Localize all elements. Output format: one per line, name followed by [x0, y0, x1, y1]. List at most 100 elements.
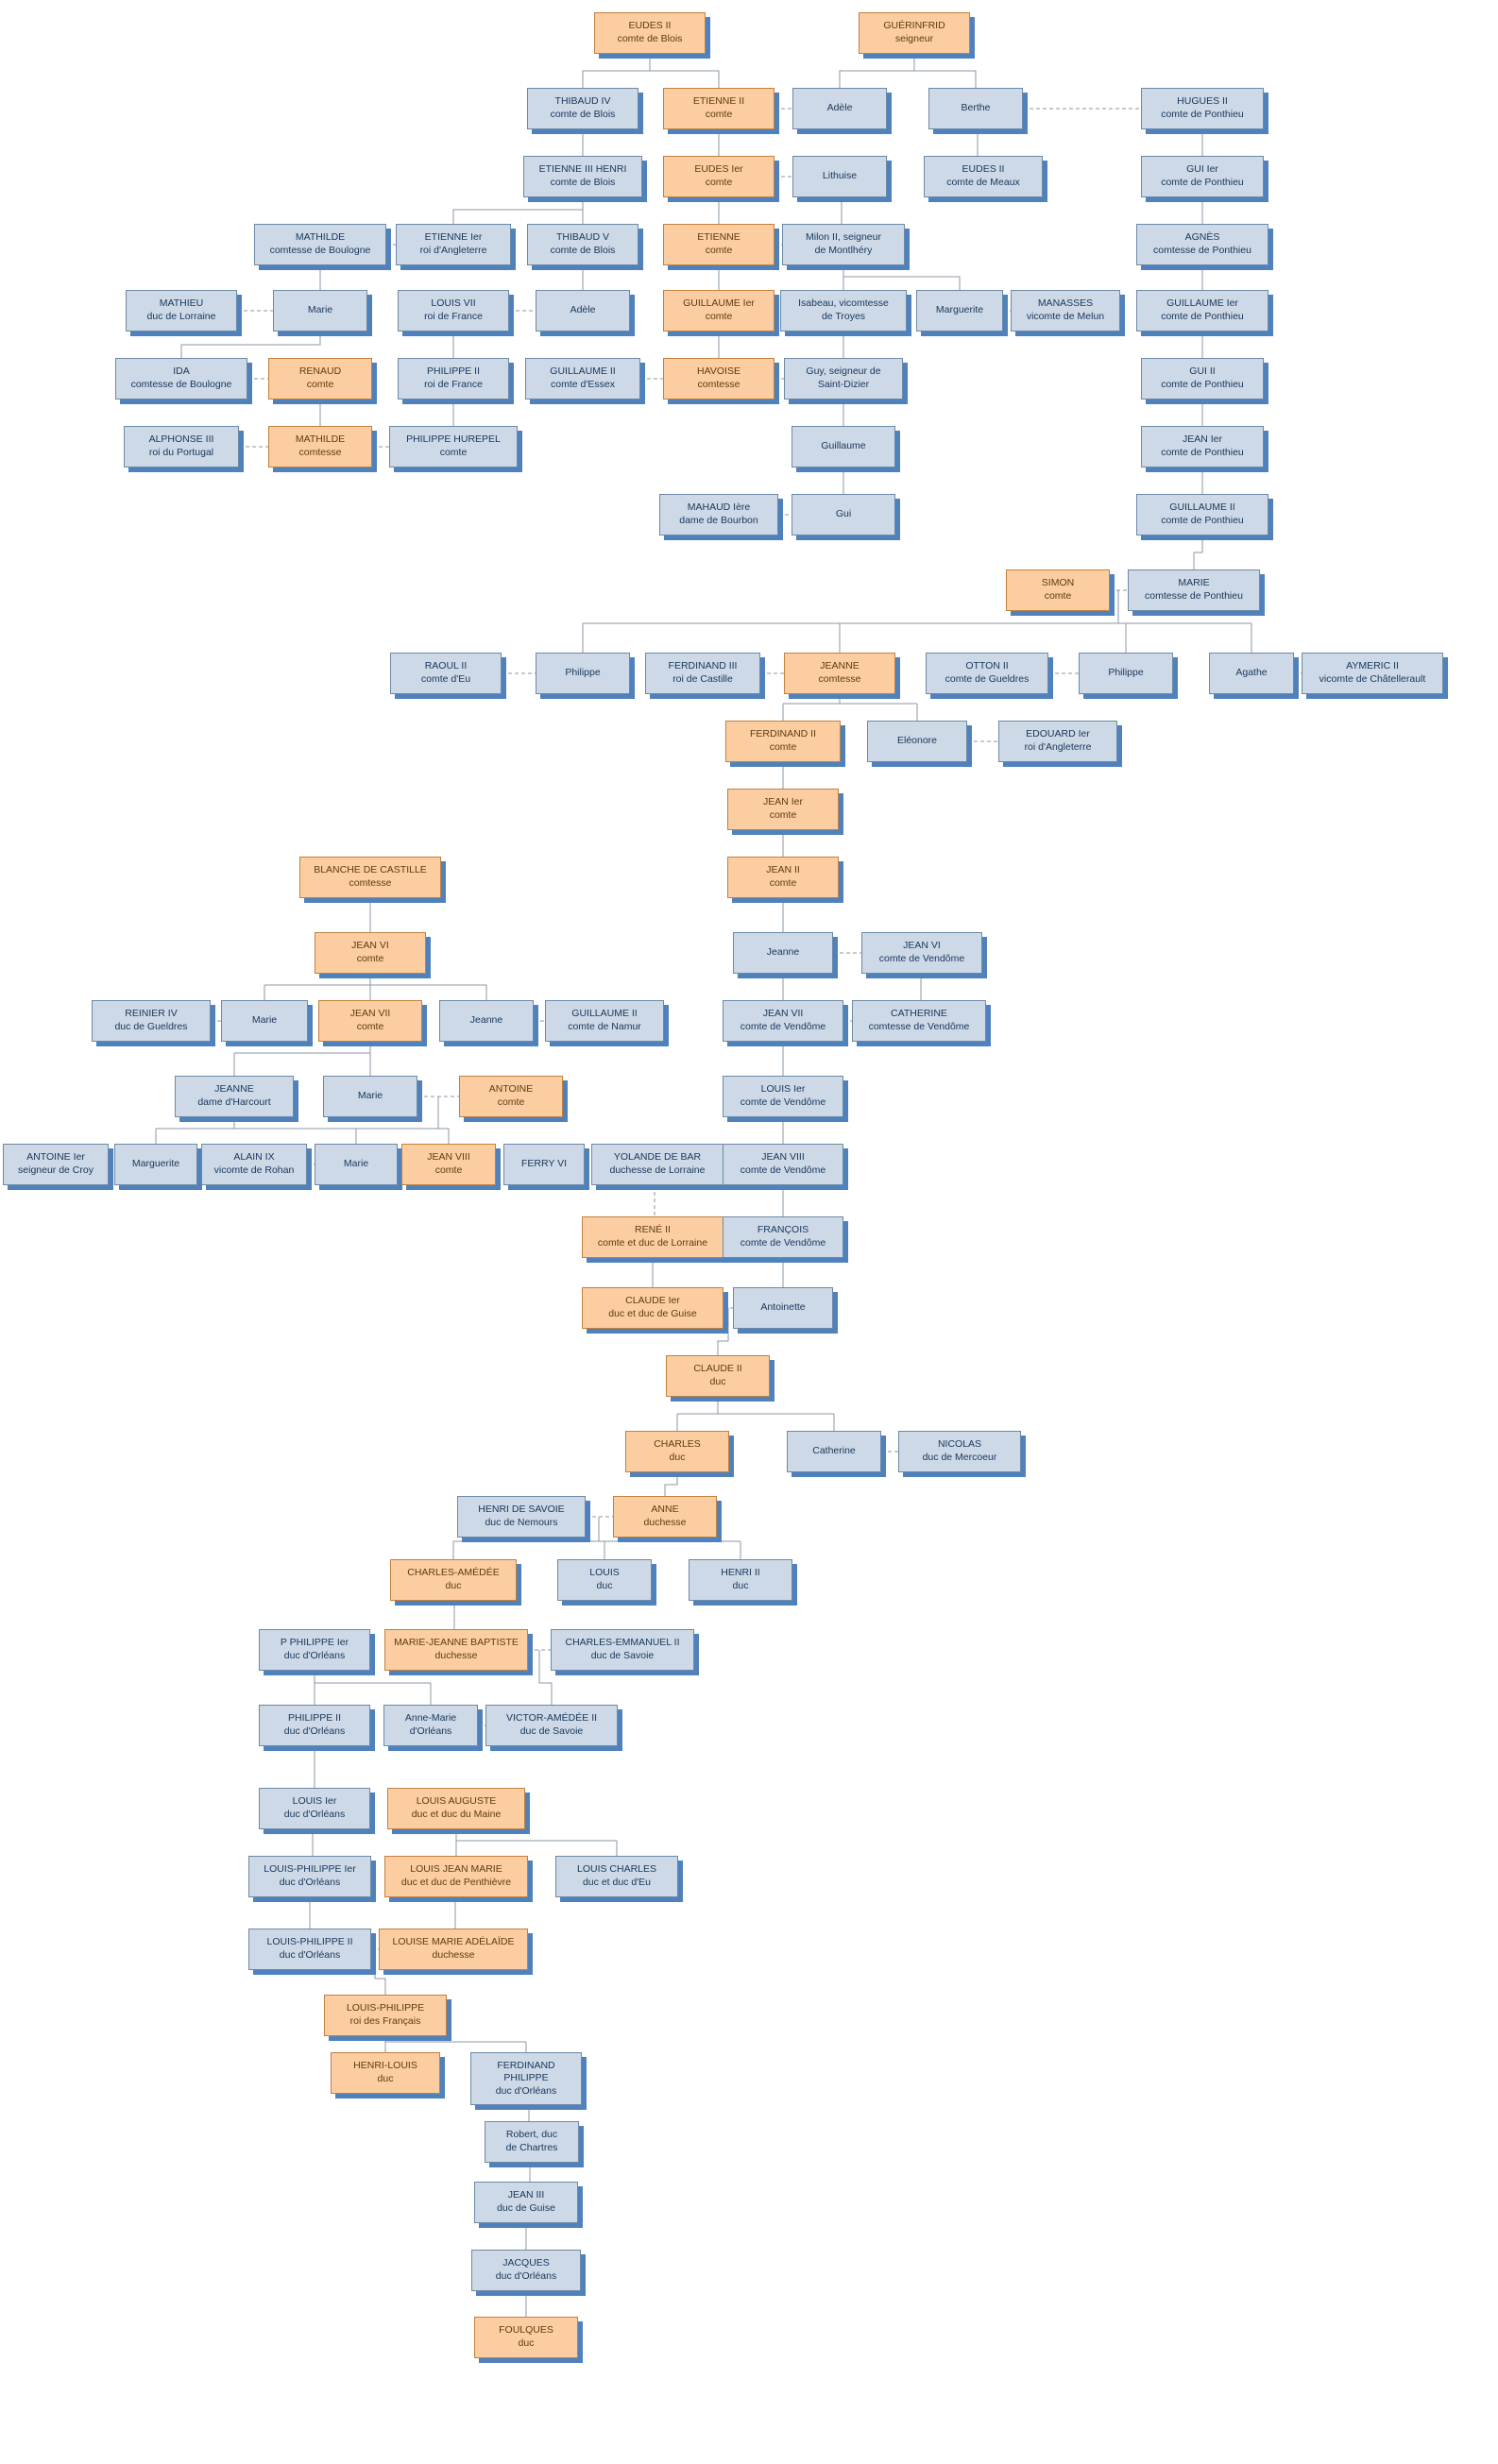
person-node[interactable]: Philippe — [1079, 653, 1173, 694]
person-node[interactable]: Marie — [323, 1076, 417, 1117]
person-node[interactable]: Adèle — [792, 88, 887, 129]
person-node[interactable]: Philippe — [536, 653, 630, 694]
person-node[interactable]: Antoinette — [733, 1287, 833, 1329]
person-node[interactable]: Marguerite — [916, 290, 1003, 331]
person-node[interactable]: Catherine — [787, 1431, 881, 1472]
person-node[interactable]: Eléonore — [867, 721, 967, 762]
person-node[interactable]: Jeanne — [733, 932, 833, 974]
person-node[interactable]: Gui — [792, 494, 895, 535]
person-node[interactable]: Berthe — [928, 88, 1023, 129]
person-node[interactable]: Marie — [315, 1144, 398, 1185]
person-node[interactable]: Jeanne — [439, 1000, 534, 1042]
person-node[interactable]: Guillaume — [792, 426, 895, 467]
person-node[interactable]: Adèle — [536, 290, 630, 331]
person-node[interactable]: FERRY VI — [503, 1144, 585, 1185]
